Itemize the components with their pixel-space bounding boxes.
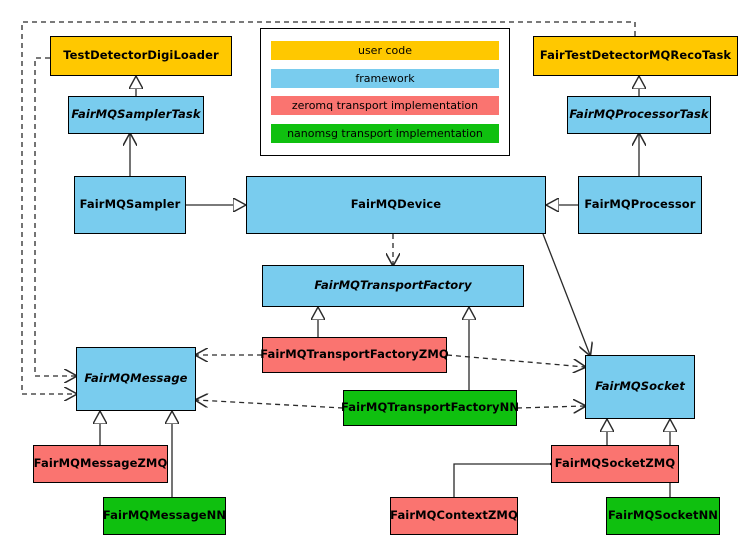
class-node-fairmqdevice[interactable]: FairMQDevice: [246, 176, 546, 234]
class-node-fairmqsampler[interactable]: FairMQSampler: [74, 176, 186, 234]
class-node-fairmqmessage[interactable]: FairMQMessage: [76, 347, 196, 411]
class-node-fairmqtransportfactoryzmq[interactable]: FairMQTransportFactoryZMQ: [260, 337, 449, 373]
legend-row-zeromq: zeromq transport implementation: [271, 96, 499, 116]
edge-device-to-socket: [542, 233, 590, 355]
class-node-fairtestdetectormqrecotask[interactable]: FairTestDetectorMQRecoTask: [533, 36, 738, 76]
class-node-fairmqtransportfactorynn[interactable]: FairMQTransportFactoryNN: [341, 390, 519, 426]
class-node-fairmqmessagenn[interactable]: FairMQMessageNN: [103, 497, 226, 535]
class-node-fairmqsocket[interactable]: FairMQSocket: [585, 355, 695, 419]
class-node-fairmqcontextzmq[interactable]: FairMQContextZMQ: [390, 497, 518, 535]
edge-transportfactorynn-to-socket: [516, 406, 585, 408]
legend-row-framework: framework: [271, 68, 499, 88]
class-node-fairmqprocessor[interactable]: FairMQProcessor: [578, 176, 702, 234]
class-node-testdetectordigiloader[interactable]: TestDetectorDigiLoader: [50, 36, 232, 76]
edge-transportfactoryzmq-to-socket: [446, 354, 585, 367]
legend-panel: user code framework zeromq transport imp…: [260, 28, 510, 156]
edge-contextzmq-to-socketzmq: [453, 464, 551, 497]
class-node-fairmqsamplertask[interactable]: FairMQSamplerTask: [68, 96, 204, 134]
edge-transportfactorynn-to-message: [196, 400, 344, 409]
class-node-fairmqtransportfactory[interactable]: FairMQTransportFactory: [262, 265, 524, 307]
class-node-fairmqsocketzmq[interactable]: FairMQSocketZMQ: [551, 445, 679, 483]
class-node-fairmqsocketnn[interactable]: FairMQSocketNN: [606, 497, 720, 535]
legend-row-nanomsg: nanomsg transport implementation: [271, 123, 499, 143]
class-node-fairmqmessagezmq[interactable]: FairMQMessageZMQ: [33, 445, 168, 483]
class-node-fairmqprocessortask[interactable]: FairMQProcessorTask: [567, 96, 711, 134]
legend-row-user-code: user code: [271, 41, 499, 61]
